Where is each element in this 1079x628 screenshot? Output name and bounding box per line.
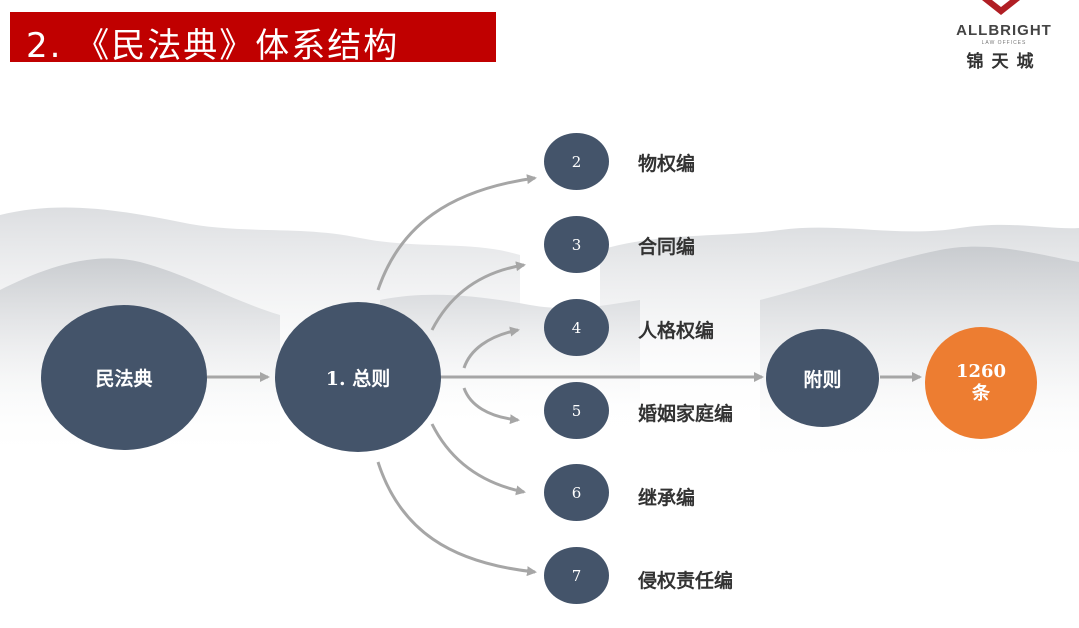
branch-node-6: 6 [544,464,609,521]
title-banner: 2. 《民法典》体系结构 [10,12,496,66]
article-count-unit: 条 [972,383,990,404]
branch-node-3: 3 [544,216,609,273]
general-provisions-label: 1. 总则 [325,367,391,390]
branch-label-5: 婚姻家庭编 [638,403,734,425]
branch-number: 2 [571,152,582,171]
root-node-label: 民法典 [95,368,153,390]
allbright-logo: ALLBRIGHT LAW OFFICES 锦天城 [944,0,1064,72]
branch-node-4: 4 [544,299,609,356]
logo-name: ALLBRIGHT [956,22,1052,39]
arrow-to-branch-5 [462,387,520,425]
appendix-node: 附则 [766,329,879,427]
branch-number: 3 [571,235,582,254]
branch-label-6: 继承编 [638,487,696,509]
branch-number: 4 [571,318,582,337]
page-title: 2. 《民法典》体系结构 [26,26,400,66]
logo-chinese-name: 锦天城 [966,52,1042,72]
arrow-to-branch-3 [430,261,526,331]
arrow-to-branch-7 [376,461,537,577]
branch-node-2: 2 [544,133,609,190]
general-provisions-node: 1. 总则 [275,302,441,452]
branch-number: 5 [571,401,582,420]
article-count-number: 1260 [955,361,1007,382]
branch-node-5: 5 [544,382,609,439]
logo-subtitle: LAW OFFICES [981,40,1027,46]
branch-label-3: 合同编 [638,236,696,258]
branch-number: 7 [571,566,582,585]
branch-label-7: 侵权责任编 [638,570,734,592]
branch-label-4: 人格权编 [638,320,715,342]
appendix-label: 附则 [803,368,842,391]
branch-number: 6 [571,483,582,502]
article-count-node: 1260 条 [925,327,1037,439]
arrow-to-branch-2 [376,174,537,291]
root-node: 民法典 [41,305,207,450]
logo-mark-icon [982,0,1020,15]
arrow-to-branch-6 [430,423,526,496]
branch-node-7: 7 [544,547,609,604]
branch-label-2: 物权编 [638,153,696,175]
arrow-to-branch-4 [462,326,520,369]
